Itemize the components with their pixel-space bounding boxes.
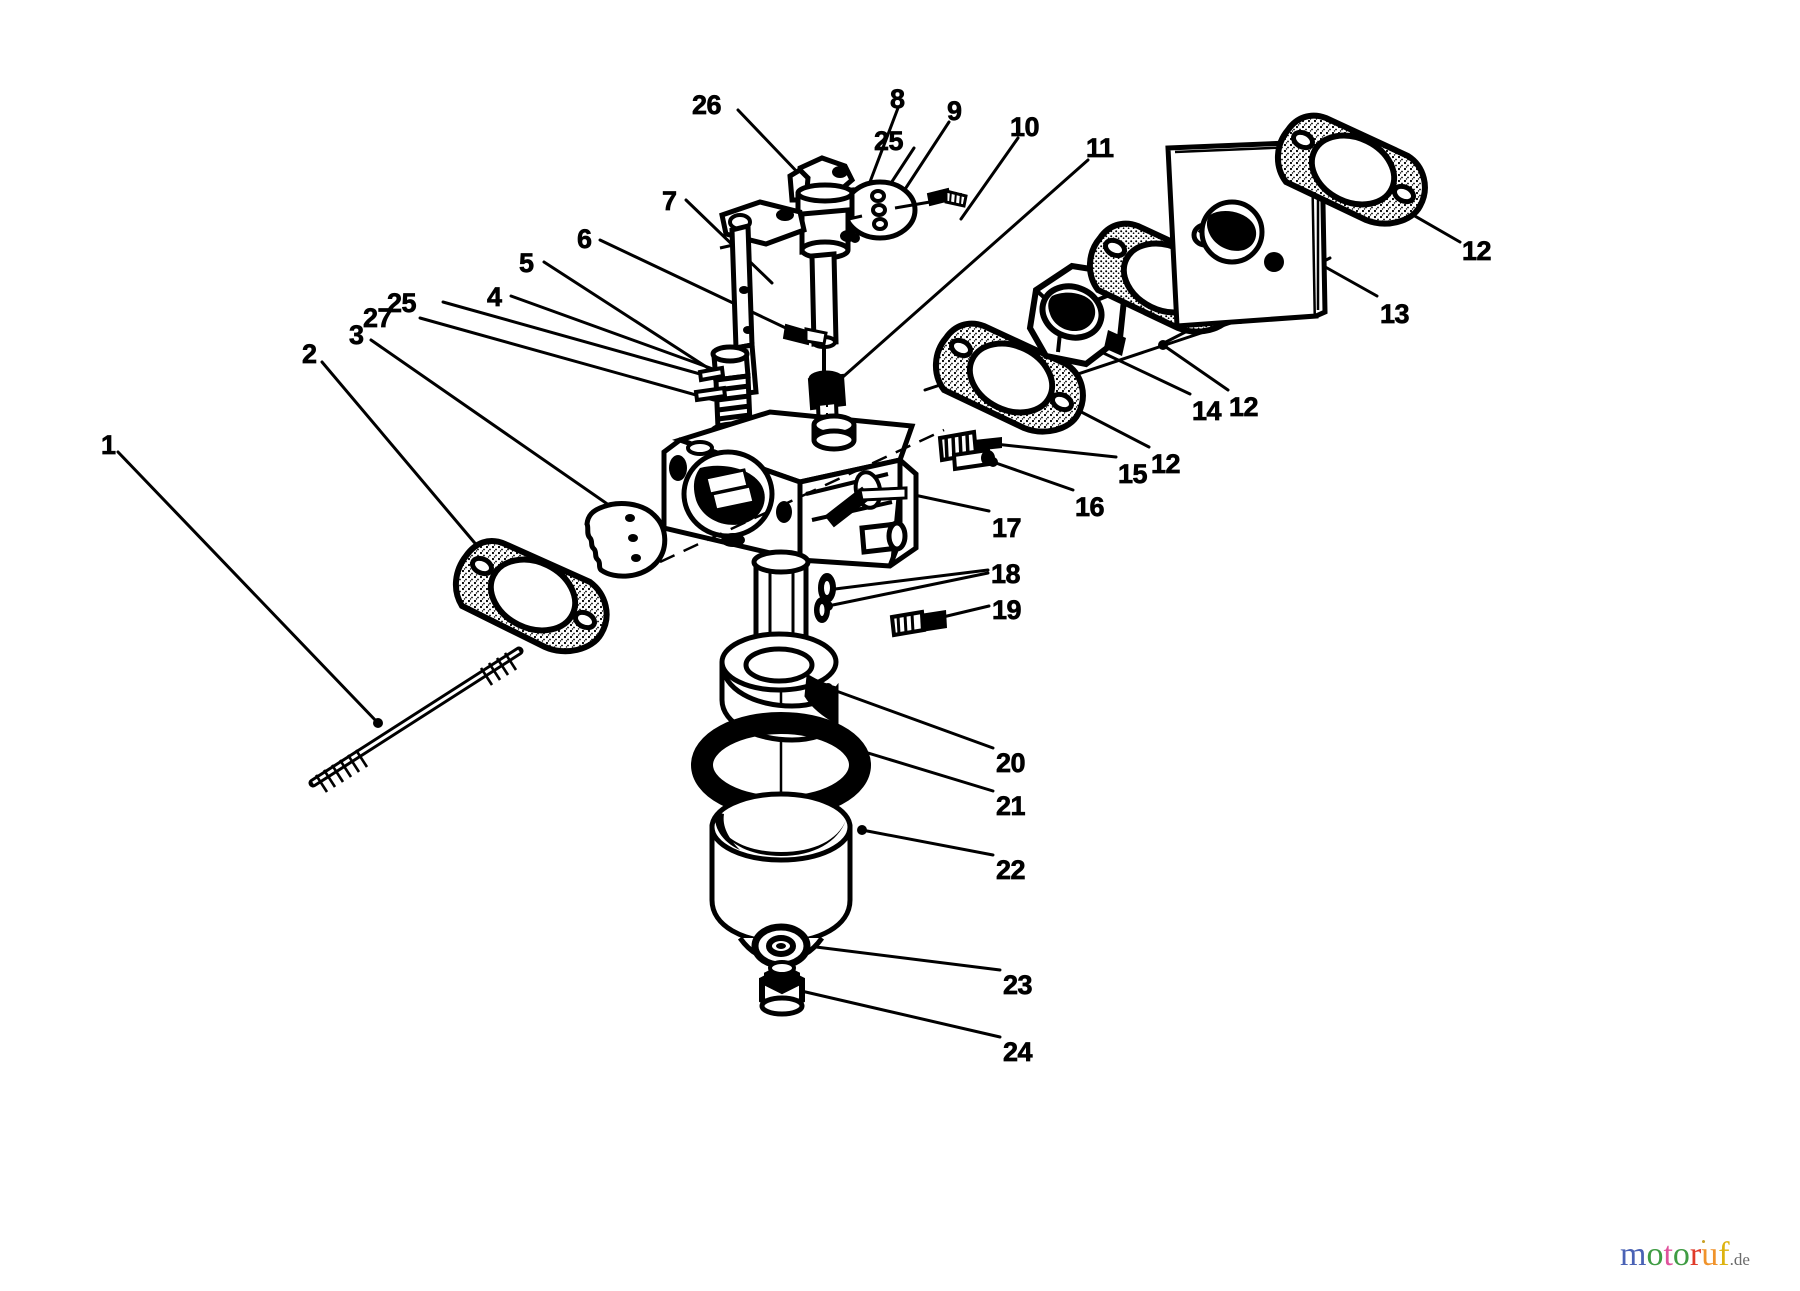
part-choke-adjust-screw (926, 187, 968, 208)
callout-label-23: 23 (1003, 970, 1033, 1000)
part-choke-lever-and-shaft (787, 155, 856, 440)
callout-label-13: 13 (1380, 299, 1410, 329)
callout-label-9: 9 (947, 96, 963, 126)
part-intake-gasket-a (1275, 112, 1428, 227)
watermark-letter-f: f (1718, 1236, 1730, 1273)
watermark-dot-icon: • (1701, 1234, 1706, 1249)
part-washer-pair (814, 573, 836, 623)
callout-label-25b: 25 (874, 126, 904, 156)
callout-label-15: 15 (1118, 459, 1148, 489)
callout-label-14: 14 (1192, 396, 1222, 426)
callout-label-12c: 12 (1151, 449, 1181, 479)
part-long-threaded-rod (308, 646, 524, 793)
callout-label-5: 5 (519, 248, 535, 278)
callout-label-12a: 12 (1462, 236, 1492, 266)
callout-label-20: 20 (996, 748, 1026, 778)
watermark-letter-o2: o (1672, 1236, 1690, 1273)
part-intake-gasket-c (933, 320, 1086, 435)
callout-label-27: 27 (363, 303, 393, 333)
watermark-letter-o1: o (1646, 1236, 1664, 1273)
part-carburetor-body (661, 409, 919, 1010)
callout-label-16: 16 (1075, 492, 1105, 522)
construction-dash-line (659, 428, 945, 564)
callout-label-17: 17 (992, 513, 1022, 543)
part-bowl-screw (889, 609, 947, 638)
part-bowl-washer (751, 923, 811, 969)
callout-label-10: 10 (1010, 112, 1040, 142)
part-intake-gasket-lower-left (452, 538, 610, 655)
callout-label-12b: 12 (1229, 392, 1259, 422)
watermark-letter-t: t (1663, 1236, 1673, 1273)
callout-label-11: 11 (1086, 133, 1115, 163)
callout-label-6: 6 (577, 224, 593, 254)
watermark-suffix: .de (1729, 1250, 1750, 1269)
callout-label-24: 24 (1003, 1037, 1033, 1067)
watermark-letter-r: r (1689, 1236, 1702, 1273)
callout-label-26: 26 (692, 90, 722, 120)
part-throttle-plate-disc (584, 501, 668, 579)
callout-label-21: 21 (996, 791, 1026, 821)
callout-label-1: 1 (101, 430, 117, 460)
part-throttle-shaft-pin (824, 486, 908, 528)
callout-label-22: 22 (996, 855, 1026, 885)
callout-label-19: 19 (992, 595, 1022, 625)
callout-label-2: 2 (302, 339, 318, 369)
callout-label-7: 7 (662, 186, 678, 216)
part-mounting-screw-short (951, 447, 995, 472)
motoruf-watermark: motoruf.de • (1620, 1234, 1750, 1273)
callout-label-25: 25 (387, 288, 417, 318)
part-bowl-retaining-nut (759, 960, 805, 1017)
callout-label-18: 18 (991, 559, 1021, 589)
callout-label-8: 8 (890, 84, 906, 114)
callout-label-4: 4 (487, 282, 503, 312)
callout-label-3: 3 (349, 320, 365, 350)
watermark-letter-m: m (1620, 1236, 1647, 1273)
part-retaining-pin (782, 323, 828, 346)
watermark-letter-u: u (1701, 1236, 1719, 1273)
